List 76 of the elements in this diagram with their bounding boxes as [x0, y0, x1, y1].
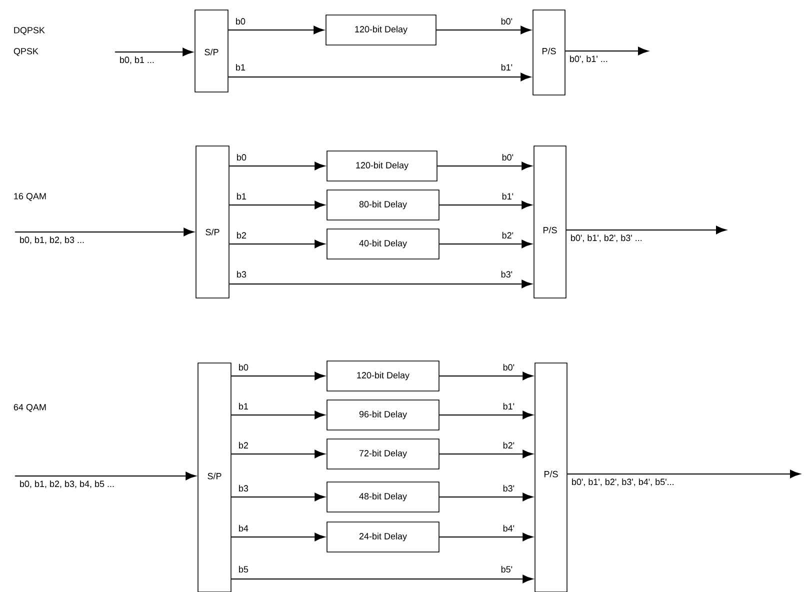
edge-label: b0', b1', b2', b3', b4', b5'...	[570, 477, 676, 488]
edge-label: b0'	[500, 16, 514, 26]
edge-label: b0	[235, 152, 248, 162]
edge-label: b0, b1, b2, b3 ...	[18, 235, 86, 246]
bit-label: b3'	[501, 270, 512, 278]
arrow	[228, 200, 326, 210]
edge-label: b1'	[500, 192, 515, 201]
modulation-label: 64 QAM	[14, 404, 46, 412]
delay-box: 80-bit Delay	[326, 190, 440, 220]
modulation-label: DQPSK	[14, 27, 45, 35]
edge-label: b2'	[500, 230, 515, 240]
edge-label: b0, b1 ...	[118, 55, 156, 66]
edge-label: b4'	[502, 524, 516, 533]
arrow	[14, 228, 194, 236]
edge-label: b3'	[502, 484, 516, 493]
edge-label: b3	[237, 484, 250, 493]
arrow	[230, 450, 326, 458]
arrow	[438, 532, 534, 542]
arrow	[438, 240, 532, 248]
arrow	[438, 492, 534, 502]
delay-box: 72-bit Delay	[326, 438, 440, 470]
delay-box: 24-bit Delay	[326, 522, 440, 552]
arrow	[436, 162, 532, 170]
delay-box: 96-bit Delay	[326, 400, 440, 430]
arrow	[228, 280, 532, 288]
parallel-to-serial-box: P/S	[534, 146, 566, 298]
edge-label: b0'	[502, 362, 516, 372]
edge-label: b0	[234, 16, 246, 26]
arrow	[228, 162, 326, 170]
delay-box: 120-bit Delay	[326, 360, 440, 392]
arrow	[230, 574, 534, 584]
arrow	[14, 472, 196, 480]
edge-label: b0, b1, b2, b3, b4, b5 ...	[18, 479, 116, 490]
edge-label: b1	[237, 402, 250, 411]
delay-box: 40-bit Delay	[326, 228, 440, 260]
serial-to-parallel-box: S/P	[196, 146, 230, 298]
arrow	[438, 410, 534, 420]
edge-label: b1'	[502, 402, 516, 411]
delay-box: 120-bit Delay	[326, 150, 438, 182]
arrow	[230, 410, 326, 420]
serial-to-parallel-box: S/P	[194, 10, 228, 92]
arrow	[114, 48, 194, 56]
arrow	[230, 532, 326, 542]
arrow	[566, 470, 801, 478]
arrow	[230, 492, 326, 502]
bit-label: b5	[239, 566, 248, 573]
parallel-to-serial-box: P/S	[534, 362, 568, 592]
edge-label: b0', b1' ...	[568, 54, 609, 64]
arrow	[564, 46, 649, 56]
arrow	[228, 240, 326, 248]
edge-label: b0	[237, 362, 250, 372]
delay-box: 48-bit Delay	[326, 482, 440, 512]
arrow	[230, 372, 326, 380]
bit-label: b1'	[501, 64, 512, 71]
edge-label: b2'	[502, 440, 516, 450]
arrow	[566, 226, 727, 234]
delay-box: 120-bit Delay	[326, 14, 436, 46]
modulation-label: QPSK	[14, 48, 38, 56]
bit-label: b1	[236, 64, 246, 71]
modulation-label: 16 QAM	[14, 193, 46, 201]
edge-label: b4	[237, 524, 250, 533]
arrow	[438, 200, 532, 210]
arrow	[438, 450, 534, 458]
bit-label: b3	[237, 270, 246, 278]
edge-label: b0', b1', b2', b3' ...	[569, 233, 644, 244]
serial-to-parallel-box: S/P	[198, 362, 232, 592]
edge-label: b0'	[500, 152, 515, 162]
edge-label: b2	[235, 230, 248, 240]
edge-label: b1	[235, 192, 248, 201]
arrow	[228, 72, 532, 82]
arrow	[436, 26, 532, 34]
arrow	[228, 26, 324, 34]
edge-label: b2	[237, 440, 250, 450]
bit-label: b5'	[501, 566, 512, 573]
parallel-to-serial-box: P/S	[532, 10, 566, 96]
arrow	[438, 372, 534, 380]
